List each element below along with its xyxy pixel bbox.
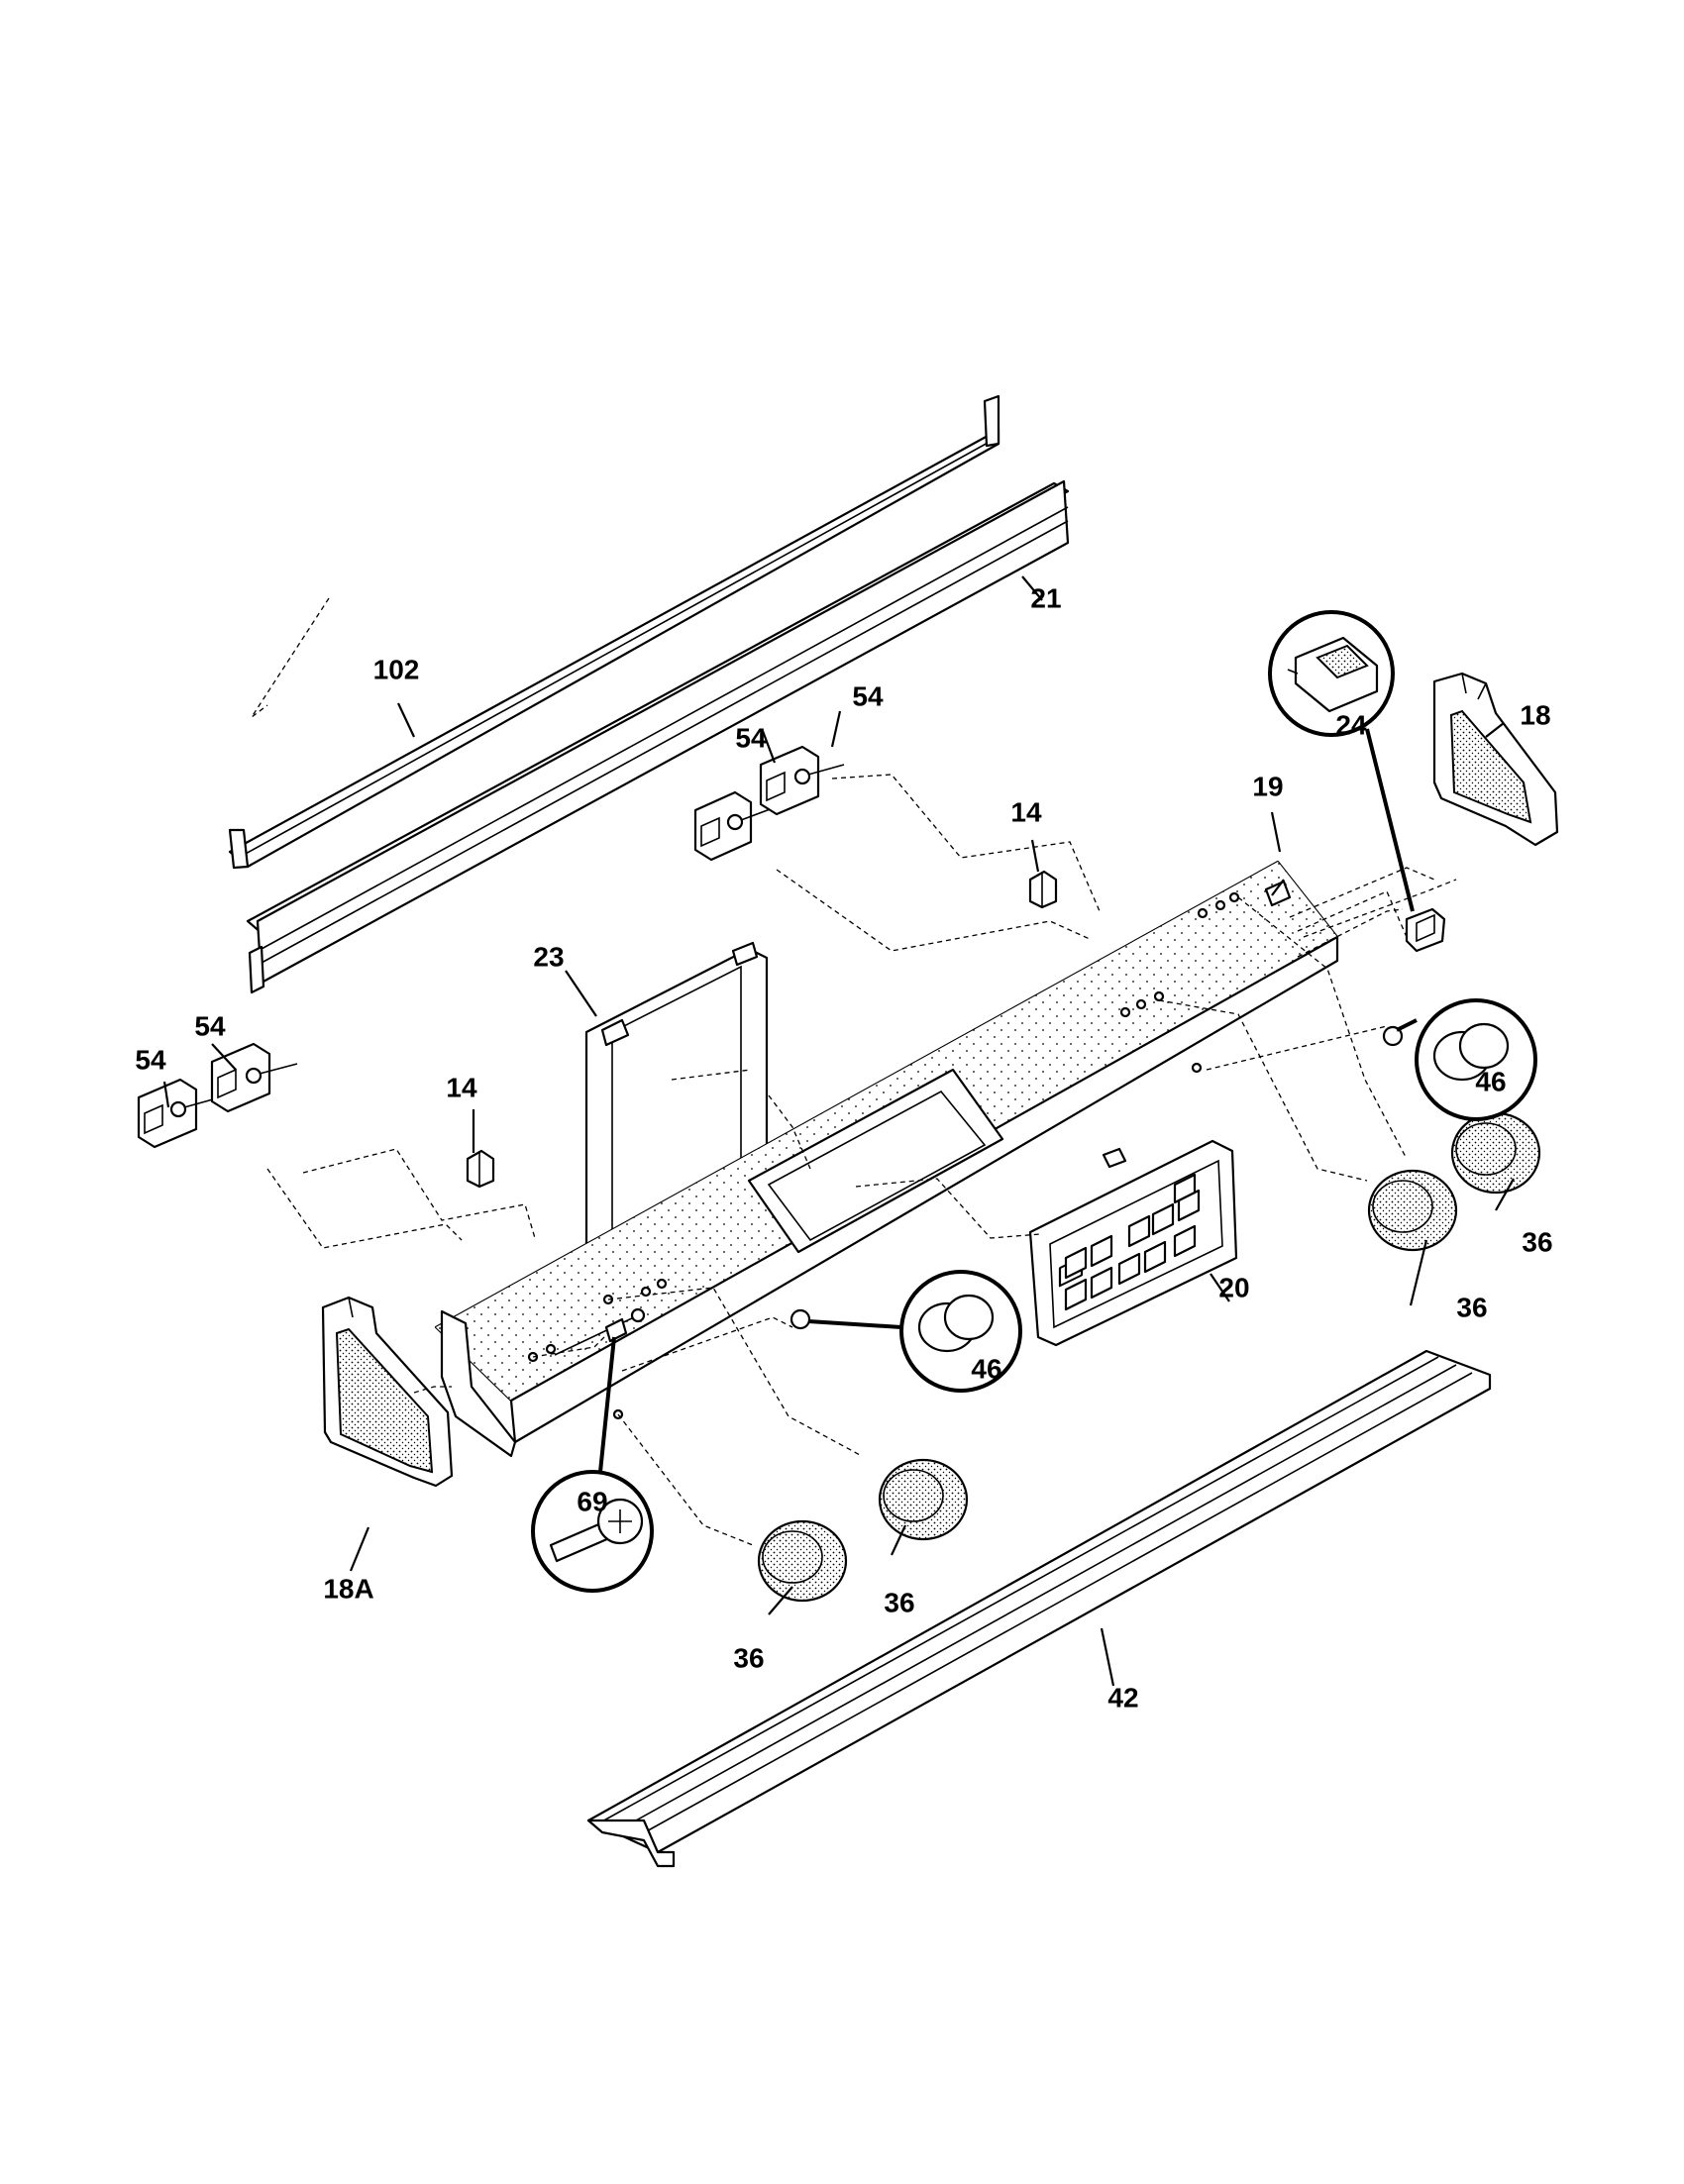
- switch-54-lower-right: [210, 1042, 298, 1113]
- knob-36-right-upper: [1450, 1111, 1541, 1195]
- switch-54-lower-left: [137, 1078, 221, 1149]
- clip-14-left: [466, 1149, 495, 1189]
- label-20: 20: [1218, 1272, 1249, 1302]
- label-23: 23: [533, 941, 564, 972]
- label-21: 21: [1030, 582, 1061, 613]
- switch-54-upper-right: [759, 745, 845, 816]
- clip-14-right: [1028, 870, 1058, 909]
- lamp-socket-left: [789, 1308, 811, 1330]
- label-18a: 18A: [323, 1573, 373, 1604]
- label-24: 24: [1335, 709, 1367, 740]
- detail-callout-46-left: [899, 1270, 1022, 1393]
- assembly-lines: [251, 597, 1457, 1546]
- label-42: 42: [1107, 1682, 1138, 1713]
- label-46: 46: [1475, 1066, 1506, 1096]
- label-69: 69: [577, 1486, 607, 1516]
- rocker-switch-24: [1405, 907, 1446, 953]
- label-14: 14: [446, 1072, 477, 1102]
- end-cap-18: [1432, 672, 1559, 847]
- label-19: 19: [1252, 771, 1283, 801]
- label-36: 36: [1456, 1292, 1487, 1322]
- detail-callout-46-right: [1415, 998, 1537, 1121]
- label-54: 54: [135, 1044, 166, 1075]
- rear-trim-strip-102: [228, 394, 1000, 870]
- label-54: 54: [852, 680, 884, 711]
- knob-36-right-lower: [1367, 1169, 1458, 1252]
- label-54: 54: [735, 722, 767, 753]
- lamp-socket-right: [1382, 1025, 1404, 1047]
- knob-36-center: [878, 1458, 969, 1541]
- front-trim-42: [586, 1349, 1492, 1868]
- switch-54-upper-left: [693, 790, 774, 862]
- control-panel-19: [434, 860, 1339, 1458]
- label-36: 36: [884, 1587, 914, 1617]
- leader-lines: [162, 575, 1515, 1687]
- label-54: 54: [194, 1010, 226, 1041]
- label-36: 36: [733, 1642, 764, 1673]
- control-board-20: [1028, 1139, 1238, 1347]
- label-46: 46: [971, 1353, 1001, 1384]
- label-102: 102: [373, 654, 420, 684]
- detail-callout-24: [1268, 610, 1395, 737]
- detail-callout-69: [531, 1470, 654, 1593]
- knob-36-left: [757, 1519, 848, 1603]
- label-18: 18: [1520, 699, 1550, 730]
- channel-21: [246, 479, 1070, 994]
- part-labels: 102 21 54 54 54 54 14 14 19 24 18 23 46 …: [135, 582, 1552, 1713]
- screw-assembly-small: [554, 1307, 646, 1356]
- label-36: 36: [1522, 1226, 1552, 1257]
- end-cap-18a: [321, 1296, 454, 1488]
- label-14: 14: [1010, 796, 1042, 827]
